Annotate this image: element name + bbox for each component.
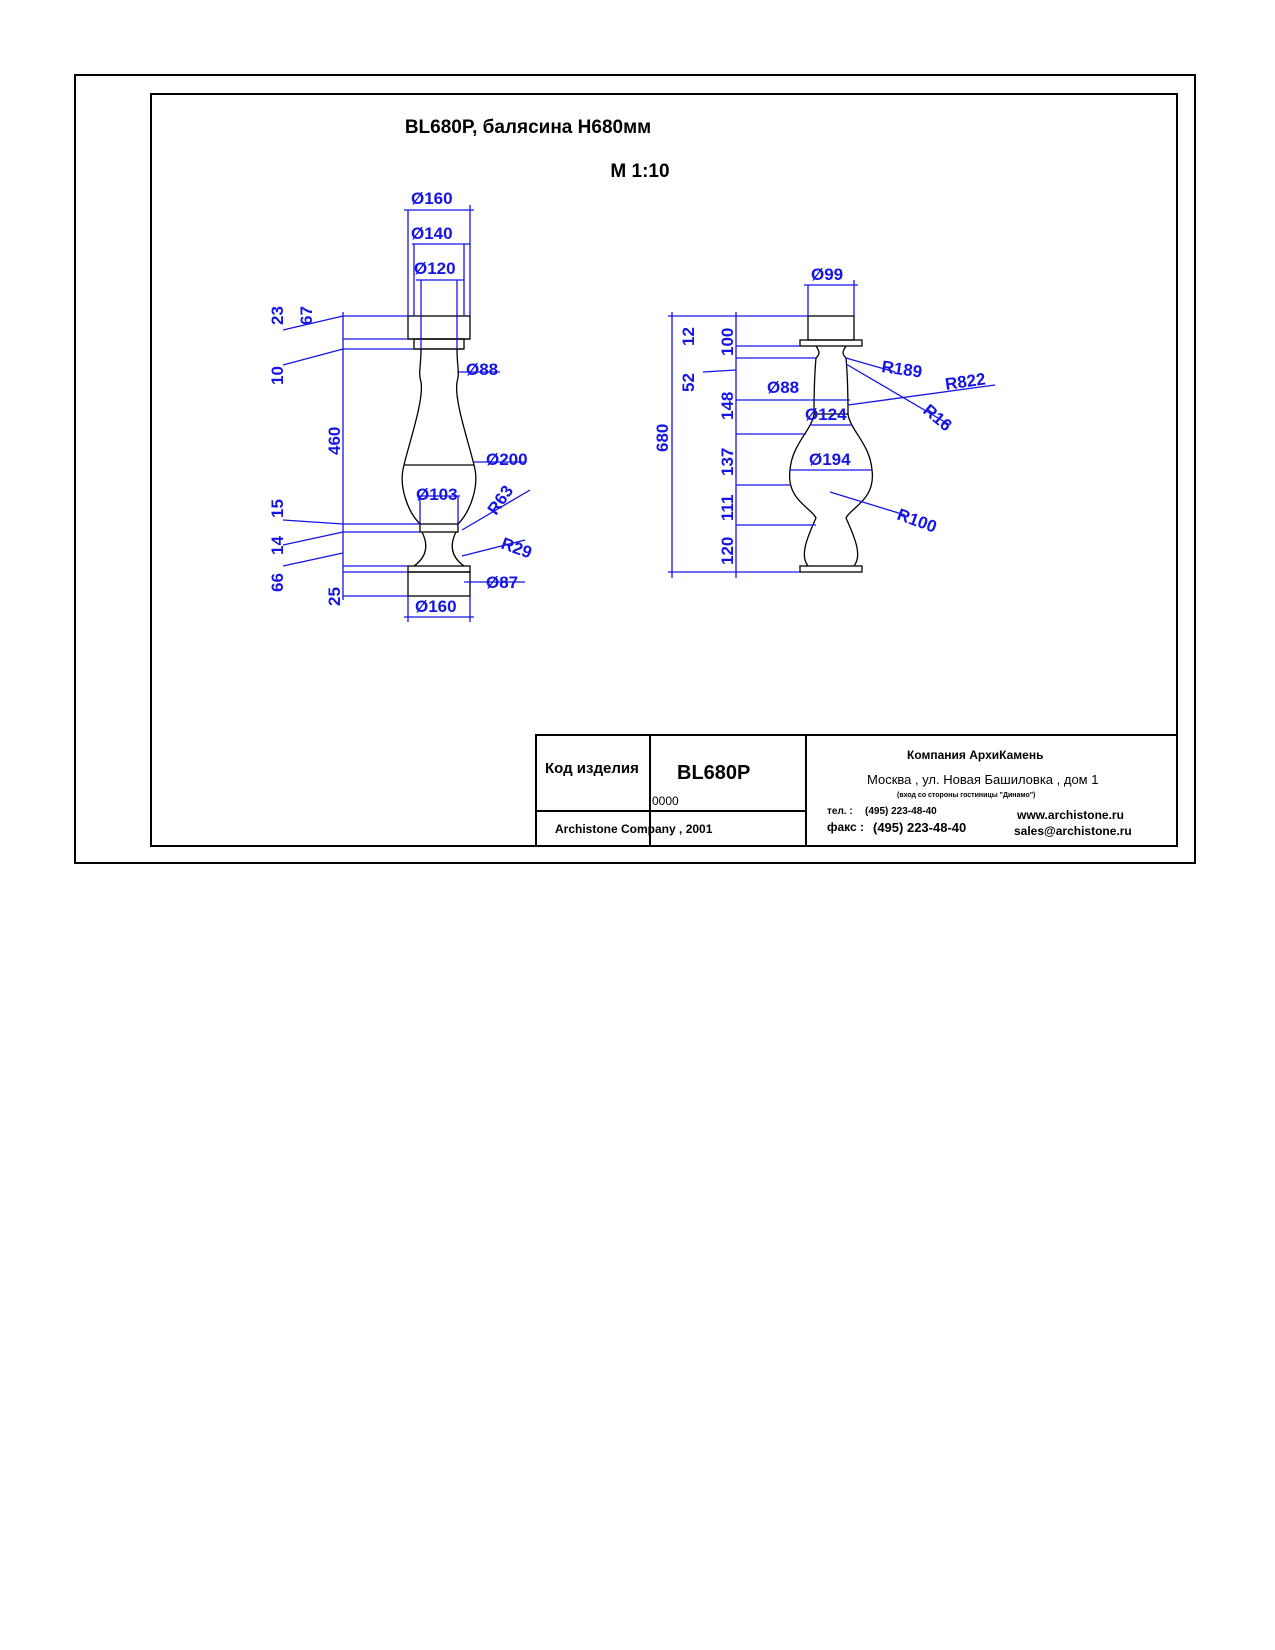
copyright-text: Archistone Company , 2001 (555, 822, 713, 836)
email-link[interactable]: sales@archistone.ru (1014, 824, 1132, 838)
drawing-scale: M 1:10 (610, 161, 670, 182)
product-code-sub: 0000 (652, 794, 679, 808)
right-dimension-lines (668, 280, 996, 578)
left-dim-d88: Ø88 (466, 360, 498, 379)
product-code-value: BL680P (677, 762, 751, 784)
tb-divider-3 (537, 810, 805, 812)
website-link[interactable]: www.archistone.ru (1017, 808, 1124, 822)
left-dim-r29: R29 (499, 534, 535, 563)
tb-divider-1 (649, 736, 651, 847)
left-dim-d140: Ø140 (411, 224, 453, 243)
left-dim-d87: Ø87 (486, 573, 518, 592)
title-block: Код изделия BL680P 0000 Archistone Compa… (535, 734, 1178, 847)
drawing-sheet-border (74, 74, 1196, 864)
right-dim-h120: 120 (718, 537, 737, 565)
tel-label: тел. : (827, 806, 853, 817)
right-dim-d99: Ø99 (811, 265, 843, 284)
product-code-label: Код изделия (545, 760, 639, 777)
company-address: Москва , ул. Новая Башиловка , дом 1 (867, 772, 1099, 787)
right-dim-r822: R822 (944, 369, 987, 393)
right-dim-h12: 12 (679, 327, 698, 346)
company-address-note: (вход со стороны гостиницы "Динамо") (897, 792, 1036, 799)
left-baluster-outline (401, 315, 477, 597)
left-dim-h15: 15 (268, 499, 287, 518)
tb-divider-2 (805, 736, 807, 847)
left-dim-h67: 67 (297, 306, 316, 325)
right-dim-h100: 100 (718, 328, 737, 356)
left-dim-d160-bottom: Ø160 (415, 597, 457, 616)
drawing-frame (150, 93, 1178, 847)
right-dim-d88: Ø88 (767, 378, 799, 397)
right-dim-r16: R16 (919, 401, 955, 436)
company-name: Компания АрхиКамень (907, 748, 1044, 762)
fax-label: факс : (827, 820, 865, 834)
left-dim-h460: 460 (325, 427, 344, 455)
left-dim-d200: Ø200 (486, 450, 528, 469)
right-dim-r189: R189 (880, 357, 923, 381)
left-dim-h25: 25 (325, 587, 344, 606)
left-dim-d160-top: Ø160 (411, 189, 453, 208)
right-dim-h680: 680 (653, 424, 672, 452)
right-dim-h137: 137 (718, 448, 737, 476)
drawing-title: BL680P, балясина H680мм (404, 117, 652, 138)
tel-number: (495) 223-48-40 (865, 806, 937, 817)
left-dim-h23: 23 (268, 306, 287, 325)
left-dim-d103: Ø103 (416, 485, 458, 504)
right-dim-r100: R100 (895, 505, 940, 537)
left-dim-h66: 66 (268, 573, 287, 592)
left-dimension-lines (282, 205, 531, 622)
right-dim-h52: 52 (679, 373, 698, 392)
left-dim-h14: 14 (268, 536, 287, 555)
fax-number: (495) 223-48-40 (873, 820, 967, 835)
right-dim-h111: 111 (718, 495, 737, 522)
right-dim-d124: Ø124 (805, 405, 847, 424)
right-dim-h148: 148 (718, 392, 737, 420)
right-baluster-outline (789, 315, 873, 573)
left-dim-h10: 10 (268, 366, 287, 385)
right-dim-d194: Ø194 (809, 450, 851, 469)
left-dim-d120: Ø120 (414, 259, 456, 278)
